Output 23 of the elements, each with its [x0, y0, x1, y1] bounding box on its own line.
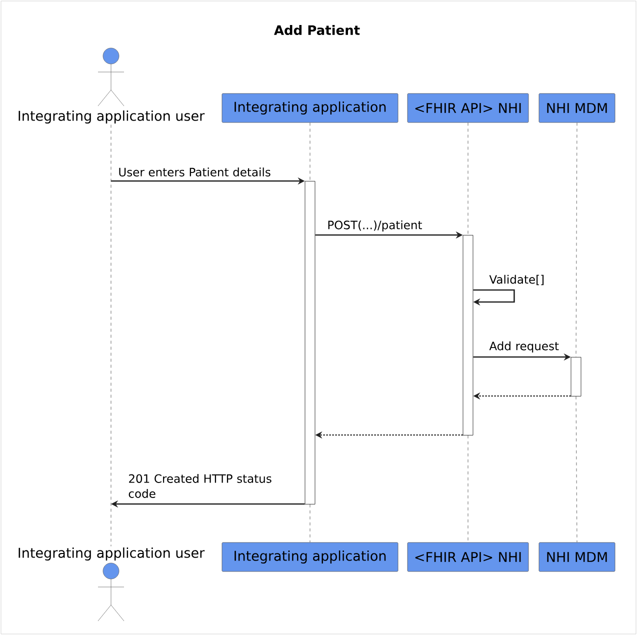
activation-bar [462, 235, 474, 436]
message-label: POST(...)/patient [328, 220, 422, 232]
activation-bar [304, 181, 316, 504]
participant-box: NHI MDM [538, 542, 616, 572]
participant-box: Integrating application [222, 542, 398, 572]
message-label: Validate[] [489, 274, 544, 286]
participant-box: Integrating application [222, 93, 398, 123]
lifeline [576, 122, 578, 358]
node-label: Integrating application user [18, 547, 205, 561]
message-label: 201 Created HTTP status code [128, 474, 272, 498]
message-arrow [473, 289, 515, 306]
node-label: Integrating application user [18, 110, 205, 124]
message-label: Add request [489, 341, 559, 353]
actor: Integrating application user [18, 48, 205, 124]
message-label: User enters Patient details [119, 168, 270, 176]
participant-box: <FHIR API> NHI [407, 93, 529, 123]
lifeline [576, 396, 578, 543]
actor: Integrating application user [18, 547, 205, 622]
lifeline [110, 124, 112, 546]
participant-box: <FHIR API> NHI [407, 542, 529, 572]
diagram-title: Add Patient [274, 24, 360, 36]
participant-box: NHI MDM [538, 93, 616, 123]
activation-bar [570, 357, 582, 396]
